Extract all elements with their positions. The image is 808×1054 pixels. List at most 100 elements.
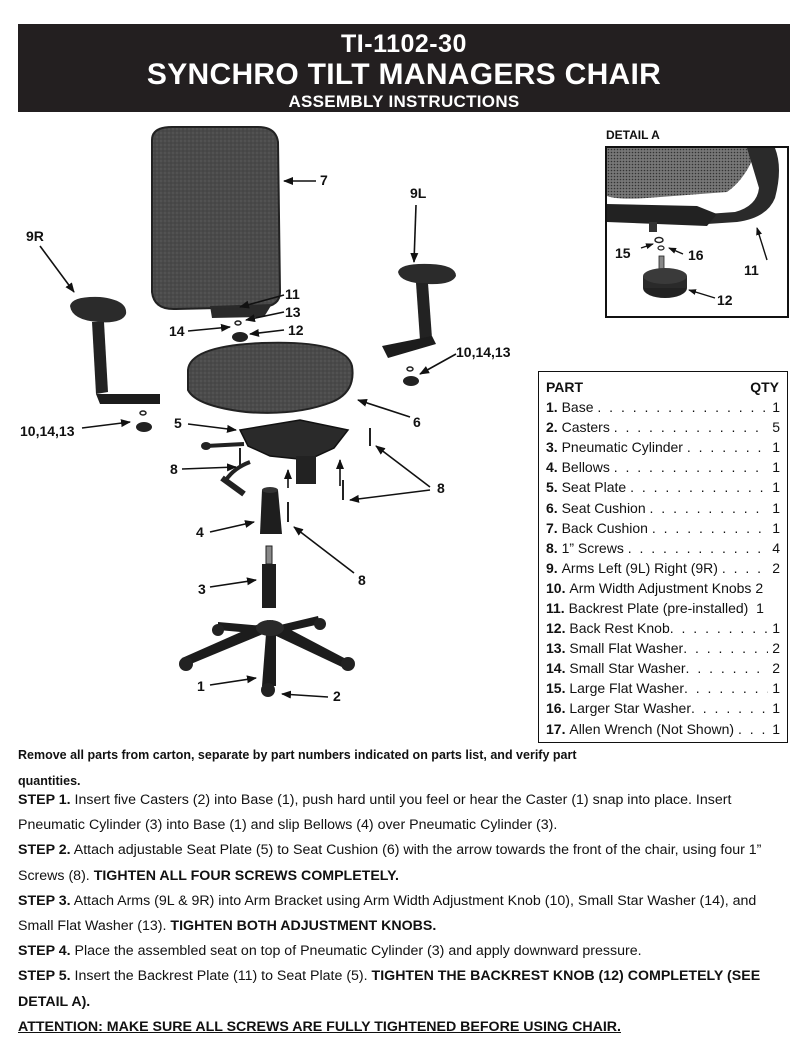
part-number: 8.: [546, 539, 558, 556]
callout-10-14-13-right: 10,14,13: [456, 344, 511, 360]
page-subtitle: ASSEMBLY INSTRUCTIONS: [288, 92, 520, 111]
part-qty: 2: [772, 559, 780, 576]
step-text: Attach Arms (9L & 9R) into Arm Bracket u…: [18, 892, 757, 935]
detail-callout-12: 12: [717, 292, 733, 308]
detail-callout-16: 16: [688, 247, 704, 263]
step-2: STEP 2. Attach adjustable Seat Plate (5)…: [18, 838, 788, 888]
dot-leader: [630, 479, 768, 495]
callout-13: 13: [285, 304, 301, 320]
part-qty: 1: [772, 439, 780, 456]
parts-list: PART QTY 1. Base 1 2. Casters 5 3. Pneum…: [538, 371, 788, 743]
callout-4: 4: [196, 524, 204, 540]
part-name: Back Cushion: [561, 519, 648, 536]
part-qty: 2: [772, 640, 780, 657]
part-name: Small Flat Washer: [569, 640, 684, 657]
callout-12: 12: [288, 322, 304, 338]
dot-leader: [686, 660, 769, 676]
list-item: 15. Large Flat Washer 1: [539, 678, 787, 698]
list-item: 11. Backrest Plate (pre-installed) 1: [539, 598, 787, 618]
part-qty: 1: [772, 459, 780, 476]
dot-leader: [614, 419, 769, 435]
part-number: 15.: [546, 680, 566, 697]
step-label: STEP 1.: [18, 792, 71, 808]
step-4: STEP 4. Place the assembled seat on top …: [18, 939, 788, 964]
list-item: 4. Bellows 1: [539, 457, 787, 477]
step-label: STEP 4.: [18, 943, 71, 960]
dot-leader: [652, 520, 768, 536]
dot-leader: [722, 560, 768, 576]
part-name: Large Flat Washer: [569, 680, 684, 697]
parts-list-header: PART QTY: [539, 372, 787, 397]
part-number: 2.: [546, 419, 558, 436]
part-number: 7.: [546, 519, 558, 536]
part-name: Backrest Plate (pre-installed): [568, 599, 749, 616]
list-item: 2. Casters 5: [539, 417, 787, 437]
part-name: Larger Star Washer: [569, 700, 691, 717]
callout-9l: 9L: [410, 185, 427, 201]
callout-14: 14: [169, 323, 185, 339]
detail-a-drawing: [607, 148, 779, 299]
list-item: 7. Back Cushion 1: [539, 518, 787, 538]
part-qty: 2: [755, 579, 764, 596]
part-qty: 1: [772, 519, 780, 536]
arm-9l-drawing: [382, 263, 456, 358]
detail-a-box: [605, 146, 789, 318]
callout-11: 11: [285, 286, 300, 302]
dot-leader: [650, 500, 769, 516]
list-item: 10. Arm Width Adjustment Knobs 2: [539, 578, 787, 598]
step-emphasis: TIGHTEN THE BACKREST KNOB (12) COMPLETEL…: [18, 968, 761, 1010]
part-qty: 4: [772, 539, 780, 556]
part-name: Allen Wrench (Not Shown): [569, 720, 735, 737]
dot-leader: [738, 721, 768, 737]
page-title: SYNCHRO TILT MANAGERS CHAIR: [146, 58, 662, 91]
step-label: STEP 3.: [18, 892, 71, 909]
list-item: 14. Small Star Washer 2: [539, 658, 787, 678]
back-cushion-drawing: [151, 126, 282, 318]
part-column-header: PART: [546, 379, 584, 395]
assembly-steps: STEP 1. Insert five Casters (2) into Bas…: [18, 788, 788, 1040]
part-number: 3.: [546, 439, 558, 456]
list-item: 1. Base 1: [539, 397, 787, 417]
title-banner: TI-1102-30 SYNCHRO TILT MANAGERS CHAIR A…: [18, 24, 790, 112]
step-emphasis: TIGHTEN ALL FOUR SCREWS COMPLETELY.: [93, 867, 399, 884]
dot-leader: [684, 680, 768, 696]
arm-9r-drawing: [70, 296, 160, 404]
step-label: STEP 2.: [18, 842, 71, 859]
dot-leader: [628, 540, 769, 556]
callout-1: 1: [197, 678, 205, 694]
part-name: Back Rest Knob: [569, 620, 670, 637]
part-qty: 1: [772, 620, 780, 637]
part-name: Small Star Washer: [569, 660, 686, 677]
step-text: Place the assembled seat on top of Pneum…: [70, 943, 642, 960]
detail-callout-15: 15: [615, 245, 631, 261]
part-number: 10.: [546, 579, 566, 596]
part-number: 6.: [546, 499, 558, 516]
list-item: 3. Pneumatic Cylinder 1: [539, 437, 787, 457]
part-number: 11.: [546, 599, 565, 616]
callout-8-right: 8: [437, 480, 445, 496]
callout-5: 5: [174, 415, 182, 431]
part-name: Bellows: [561, 459, 610, 476]
part-number: 17.: [546, 720, 566, 737]
dot-leader: [597, 399, 768, 415]
list-item: 13. Small Flat Washer 2: [539, 638, 787, 658]
callout-10-14-13-left: 10,14,13: [20, 423, 75, 439]
exploded-chair-diagram: [39, 126, 457, 699]
part-number: 9.: [546, 559, 558, 576]
attention-warning: ATTENTION: MAKE SURE ALL SCREWS ARE FULL…: [18, 1018, 621, 1035]
part-name: Seat Cushion: [561, 499, 646, 516]
part-name: Arm Width Adjustment Knobs: [569, 579, 752, 596]
seat-plate-drawing: [201, 419, 371, 522]
part-qty: 5: [772, 419, 780, 436]
step-text: Insert five Casters (2) into Base (1), p…: [18, 792, 732, 834]
part-name: Base: [561, 399, 594, 416]
callout-9r: 9R: [26, 228, 44, 244]
callout-8-left: 8: [170, 461, 178, 477]
step-text: Insert the Backrest Plate (11) to Seat P…: [70, 968, 372, 985]
callout-2: 2: [333, 688, 341, 704]
bellows-drawing: [260, 487, 282, 534]
part-qty: 1: [756, 599, 764, 616]
dot-leader: [614, 459, 769, 475]
part-number: 12.: [546, 620, 566, 637]
part-qty: 1: [772, 479, 780, 496]
